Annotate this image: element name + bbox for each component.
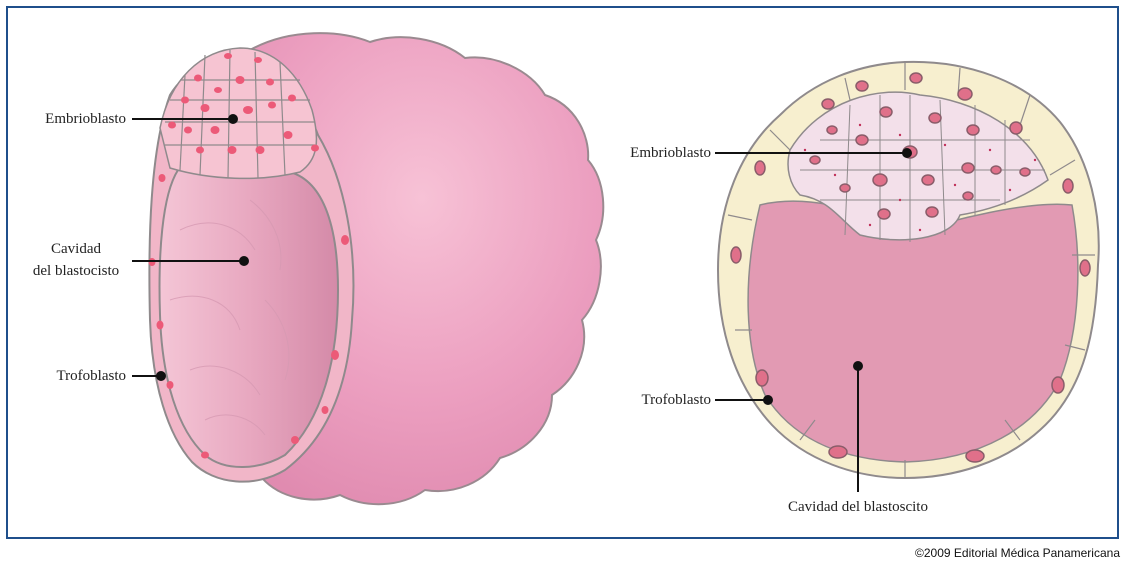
right-embryoblast-mass [787, 91, 1049, 241]
left-blastocyst [132, 32, 605, 506]
right-trophoblast-label: Trofoblasto [641, 392, 711, 408]
left-cavity-opening [158, 163, 340, 468]
right-nuclei [730, 72, 1091, 463]
right-embryoblast-label: Embrioblasto [630, 145, 711, 161]
left-trophoblast-label: Trofoblasto [56, 368, 126, 384]
left-cavity-label-line2: del blastocisto [32, 263, 120, 279]
copyright-notice: ©2009 Editorial Médica Panamericana [915, 546, 1120, 560]
right-blastocyst [715, 60, 1100, 492]
left-embryoblast-label: Embrioblasto [45, 111, 126, 127]
left-nuclei [148, 53, 349, 459]
right-cavity-label: Cavidad del blastoscito [788, 499, 928, 515]
left-cavity-label-line1: Cavidad [51, 241, 101, 257]
